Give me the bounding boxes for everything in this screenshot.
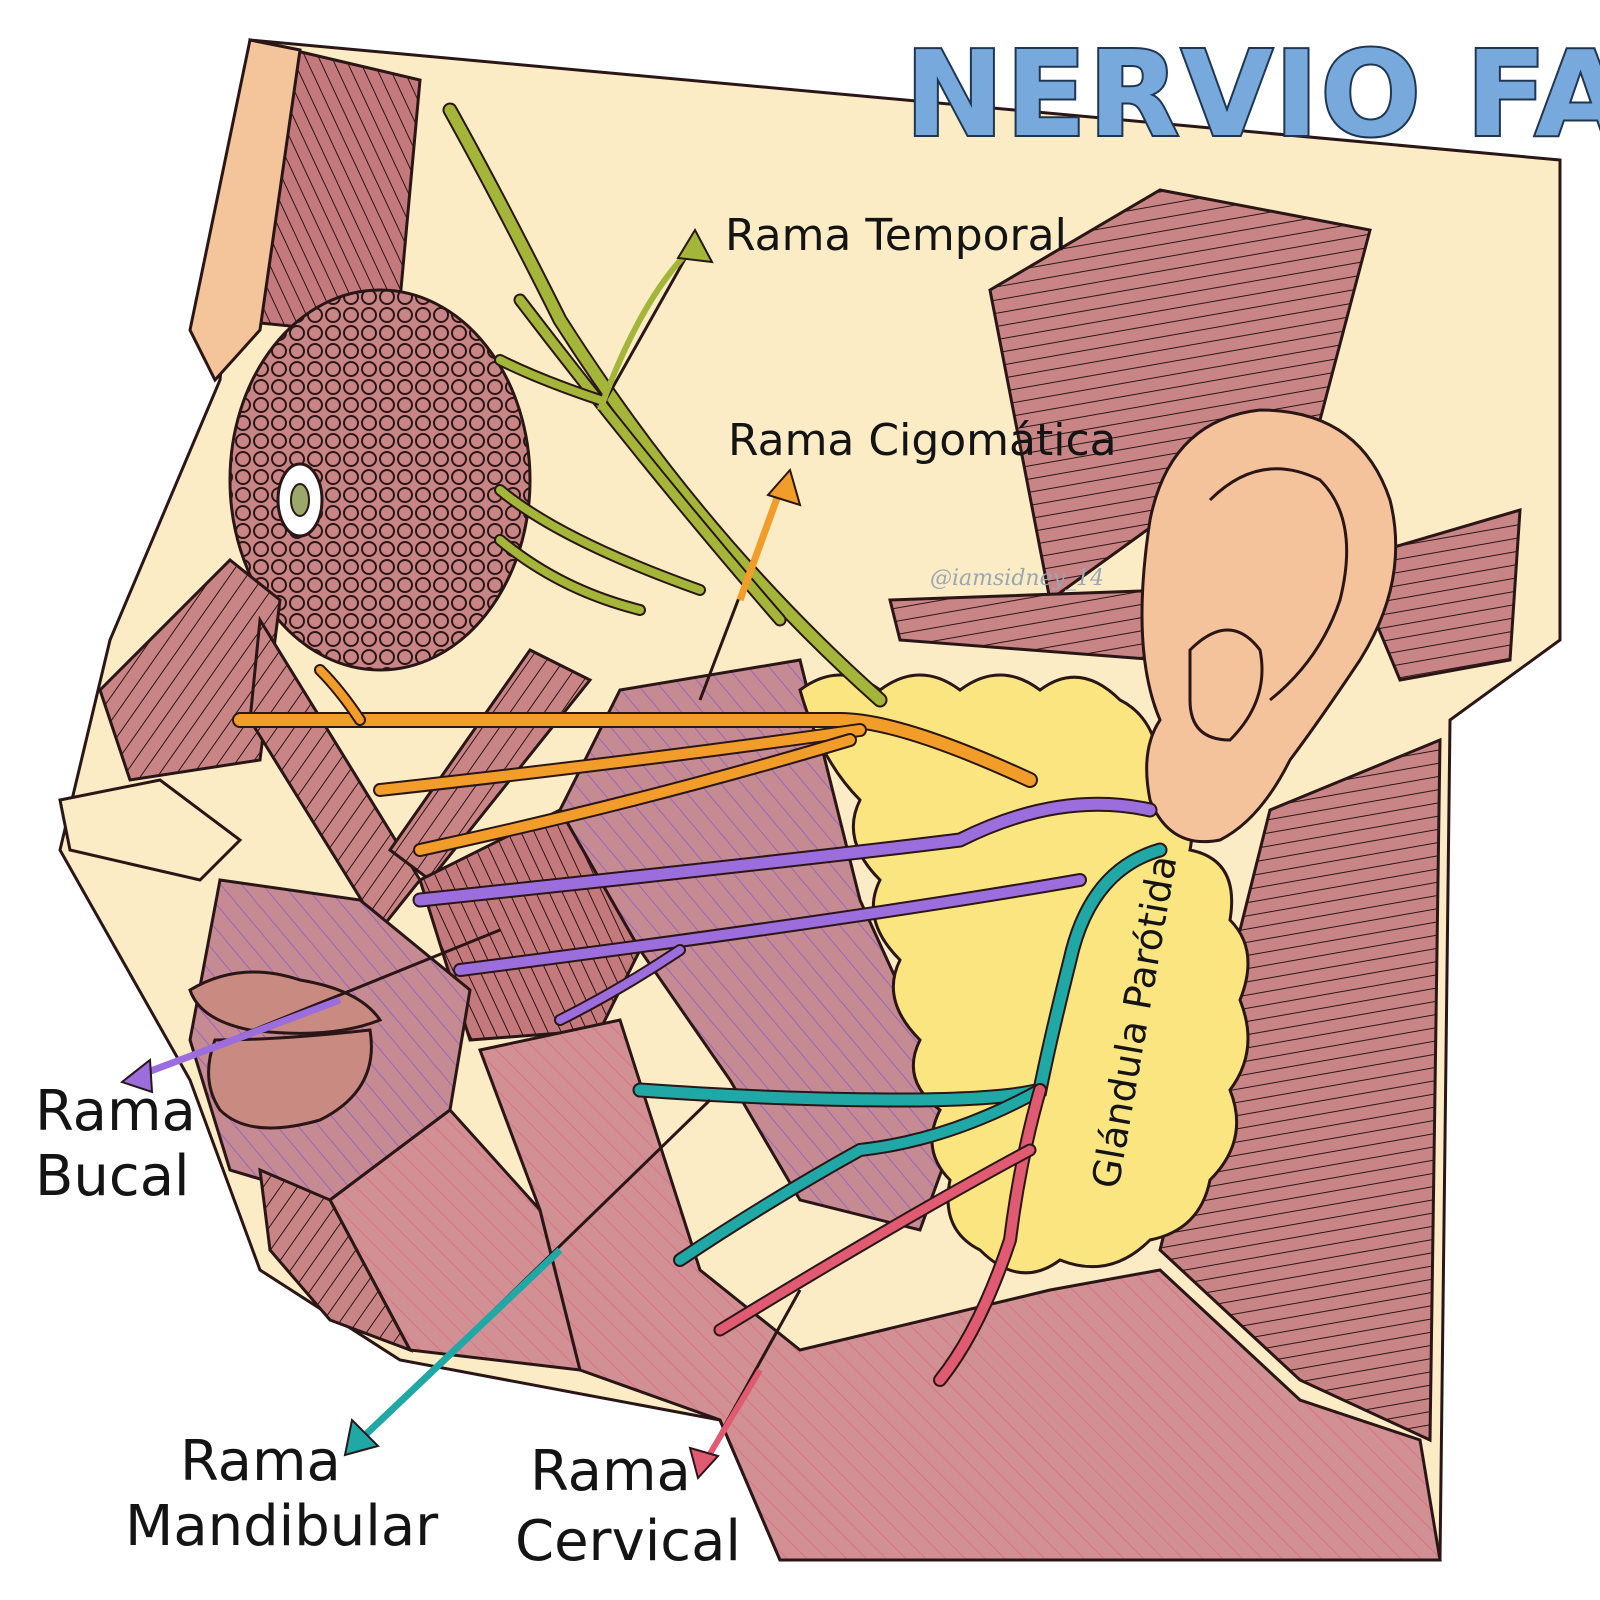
buccal-branch-label-line1: Rama xyxy=(35,1079,196,1144)
lower-lip xyxy=(207,1028,373,1130)
temporal-label-arrow xyxy=(597,227,714,412)
buccal-label-arrow xyxy=(119,928,501,1094)
mandibular-branch-label-line2: Mandibular xyxy=(125,1494,439,1559)
mentalis-muscle xyxy=(258,1167,414,1353)
temporal-branch-label: Rama Temporal xyxy=(725,210,1067,261)
orbicularis-oculi-muscle xyxy=(228,288,532,672)
watermark: @iamsidney_14 xyxy=(930,566,1104,591)
cervical-label-arrow xyxy=(688,1289,802,1481)
cervical-branch-nerve xyxy=(713,1083,1047,1387)
nose-skin xyxy=(58,778,243,882)
zygomatic-branch-label: Rama Cigomática xyxy=(728,415,1117,466)
mandibular-label-arrow xyxy=(343,1098,712,1457)
zygomatic-label-arrow xyxy=(698,467,802,701)
mandibular-branch-label-line1: Rama xyxy=(180,1429,341,1494)
upper-lip xyxy=(188,970,383,1035)
eye-icon xyxy=(276,462,324,538)
parotid-gland[interactable] xyxy=(798,673,1250,1275)
buccal-branch-label-line2: Bucal xyxy=(35,1144,190,1209)
zygomatic-branch-nerve xyxy=(232,664,1038,857)
cervical-branch-label-line2: Cervical xyxy=(515,1509,741,1574)
page-title: NERVIO FACIAL xyxy=(905,25,1600,163)
platysma-muscle xyxy=(477,1018,1442,1562)
buccal-branch-nerve xyxy=(412,796,1158,1026)
ear-concha xyxy=(1188,628,1264,742)
ear-helix-inner xyxy=(1208,467,1349,702)
cervical-branch-label-line1: Rama xyxy=(530,1439,691,1504)
forehead-skin xyxy=(188,38,302,383)
